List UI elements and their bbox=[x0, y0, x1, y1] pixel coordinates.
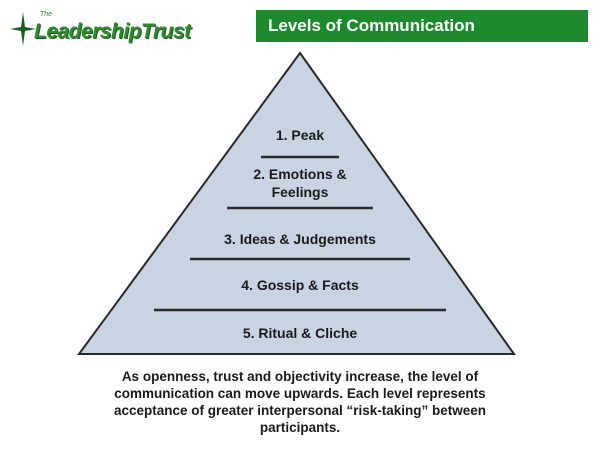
caption-line: As openness, trust and objectivity incre… bbox=[121, 369, 479, 384]
level-2-label: 2. Emotions & bbox=[253, 166, 347, 182]
caption-line: communication can move upwards. Each lev… bbox=[114, 386, 486, 401]
level-5-label: 5. Ritual & Cliche bbox=[242, 325, 358, 341]
star-icon bbox=[10, 12, 36, 46]
page-title: Levels of Communication bbox=[256, 10, 588, 42]
level-3-label: 3. Ideas & Judgements bbox=[224, 231, 376, 247]
pyramid-body bbox=[77, 51, 516, 355]
level-1-label: 1. Peak bbox=[275, 127, 325, 143]
logo-text: LeadershipTrust bbox=[34, 20, 191, 43]
leadership-trust-logo: The LeadershipTrust bbox=[10, 8, 210, 48]
caption-line: participants. bbox=[259, 420, 341, 435]
level-4-label: 4. Gossip & Facts bbox=[241, 277, 359, 293]
logo-small-text: The bbox=[40, 11, 53, 18]
level-2-label-line2: Feelings bbox=[271, 184, 329, 200]
caption: As openness, trust and objectivity incre… bbox=[40, 368, 560, 436]
caption-line: acceptance of greater interpersonal “ris… bbox=[113, 403, 487, 418]
